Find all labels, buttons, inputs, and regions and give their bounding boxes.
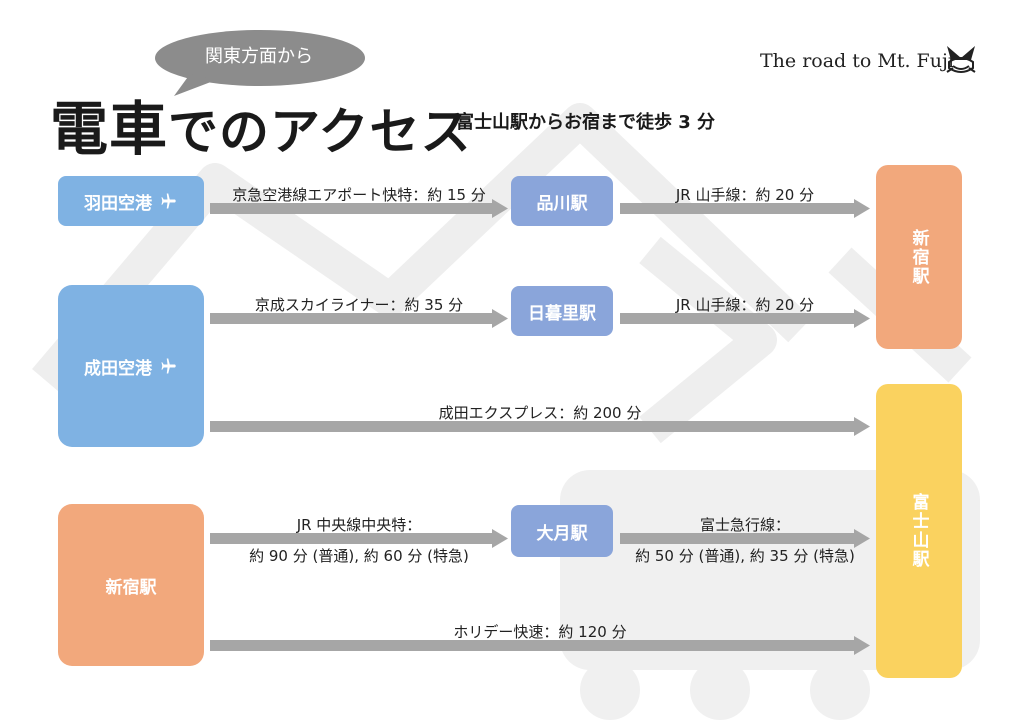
origin-haneda: 羽田空港 xyxy=(58,176,204,226)
route-holiday: ホリデー快速：約 120 分 xyxy=(453,623,627,641)
brand-text: The road to Mt. Fuji xyxy=(760,50,954,72)
arrow-narita-fujisan xyxy=(210,417,870,436)
origin-narita: 成田空港 xyxy=(58,285,204,447)
plane-icon xyxy=(161,358,176,374)
route-fujikyu-line2: 約 50 分 (普通), 約 35 分 (特急) xyxy=(635,547,855,565)
arrow-shinjuku-otsuki xyxy=(210,529,508,548)
destination-fujisan-label: 富士山駅 xyxy=(908,493,929,569)
arrow-nippori-shinjuku xyxy=(620,309,870,328)
destination-shinjuku-label: 新宿駅 xyxy=(908,228,929,286)
arrow-shinjuku-fujisan xyxy=(210,636,870,655)
arrow-shinagawa-shinjuku xyxy=(620,199,870,218)
transfer-nippori-label: 日暮里駅 xyxy=(528,303,596,324)
route-chuo-line2: 約 90 分 (普通), 約 60 分 (特急) xyxy=(249,547,469,565)
bubble-text: 関東方面から xyxy=(205,46,313,67)
plane-icon xyxy=(161,193,176,209)
arrow-haneda-shinagawa xyxy=(210,199,508,218)
title-big: 電車 xyxy=(50,95,169,163)
route-chuo-line1: JR 中央線中央特： xyxy=(296,516,422,534)
route-yamanote-1: JR 山手線：約 20 分 xyxy=(675,186,815,204)
origin-narita-label: 成田空港 xyxy=(84,358,152,379)
title-rest: でのアクセス xyxy=(168,103,472,161)
transfer-shinagawa-label: 品川駅 xyxy=(536,193,588,214)
transfer-otsuki: 大月駅 xyxy=(511,505,613,557)
destination-fujisan: 富士山駅 xyxy=(876,384,962,678)
origin-shinjuku: 新宿駅 xyxy=(58,504,204,666)
route-yamanote-2: JR 山手線：約 20 分 xyxy=(675,296,815,314)
arrow-narita-nippori xyxy=(210,309,508,328)
transfer-shinagawa: 品川駅 xyxy=(511,176,613,226)
route-nex: 成田エクスプレス：約 200 分 xyxy=(438,404,642,422)
route-skyliner: 京成スカイライナー：約 35 分 xyxy=(254,296,464,314)
page-title: 電車でのアクセス xyxy=(50,82,472,166)
destination-shinjuku: 新宿駅 xyxy=(876,165,962,349)
transfer-otsuki-label: 大月駅 xyxy=(536,523,588,544)
transfer-nippori: 日暮里駅 xyxy=(511,286,613,336)
arrow-otsuki-fujisan xyxy=(620,529,870,548)
origin-shinjuku-label: 新宿駅 xyxy=(105,577,157,598)
origin-haneda-label: 羽田空港 xyxy=(84,193,152,214)
bubble-shape xyxy=(155,30,365,96)
page-subtitle: 富士山駅からお宿まで徒歩 3 分 xyxy=(456,112,716,133)
route-fujikyu-line1: 富士急行線： xyxy=(699,516,790,534)
route-keikyu: 京急空港線エアポート快特：約 15 分 xyxy=(232,186,486,204)
samurai-helmet-icon xyxy=(946,46,976,73)
